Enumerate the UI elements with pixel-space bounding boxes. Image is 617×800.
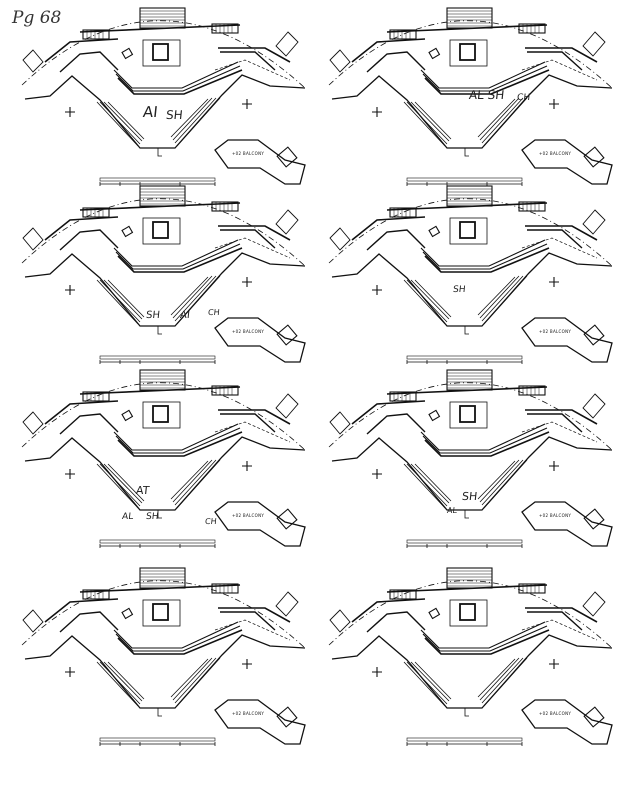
handwritten-note: CH — [204, 517, 218, 526]
floor-plan-panel-1: +02 BALCONY AI SH — [0, 0, 310, 190]
handwritten-note: CH — [516, 93, 531, 103]
floor-plan-panel-8: +02 BALCONY — [307, 560, 617, 750]
handwritten-note: AI — [142, 103, 159, 121]
balcony-label: +02 BALCONY — [232, 513, 265, 518]
handwritten-note: CH — [207, 308, 221, 317]
floor-plan-drawing — [328, 369, 613, 549]
balcony-label: +02 BALCONY — [539, 329, 572, 334]
floor-plan-drawing — [328, 7, 613, 187]
handwritten-note: AL — [121, 512, 134, 522]
floor-plan-drawing — [328, 567, 613, 747]
floor-plan-panel-7: +02 BALCONY — [0, 560, 310, 750]
floor-plan-drawing — [21, 185, 306, 365]
balcony-label: +02 BALCONY — [539, 711, 572, 716]
floor-plan-panel-6: +02 BALCONY SH AL — [307, 362, 617, 552]
floor-plan-drawing — [21, 7, 306, 187]
floor-plan-panel-2: +02 BALCONY AL SH CH — [307, 0, 617, 190]
floor-plan-panel-5: +02 BALCONY AT AL SH CH — [0, 362, 310, 552]
balcony-label: +02 BALCONY — [232, 151, 265, 156]
balcony-label: +02 BALCONY — [539, 513, 572, 518]
balcony-label: +02 BALCONY — [232, 711, 265, 716]
handwritten-note: AT — [135, 484, 151, 497]
handwritten-note: SH — [165, 108, 184, 122]
handwritten-note: AI — [179, 310, 191, 321]
balcony-label: +02 BALCONY — [539, 151, 572, 156]
floor-plan-panel-3: +02 BALCONY SH AI CH — [0, 178, 310, 368]
balcony-label: +02 BALCONY — [232, 329, 265, 334]
handwritten-note: SH — [145, 310, 161, 321]
floor-plan-drawing — [328, 185, 613, 365]
page-label: Pg 68 — [12, 8, 62, 28]
floor-plan-drawing — [21, 567, 306, 747]
floor-plan-panel-4: +02 BALCONY SH — [307, 178, 617, 368]
handwritten-note: AL — [446, 506, 458, 515]
handwritten-note: SH — [452, 285, 467, 295]
handwritten-note: SH — [145, 512, 160, 522]
handwritten-note: AL SH — [468, 88, 506, 102]
floor-plan-drawing — [21, 369, 306, 549]
handwritten-note: SH — [461, 490, 478, 503]
